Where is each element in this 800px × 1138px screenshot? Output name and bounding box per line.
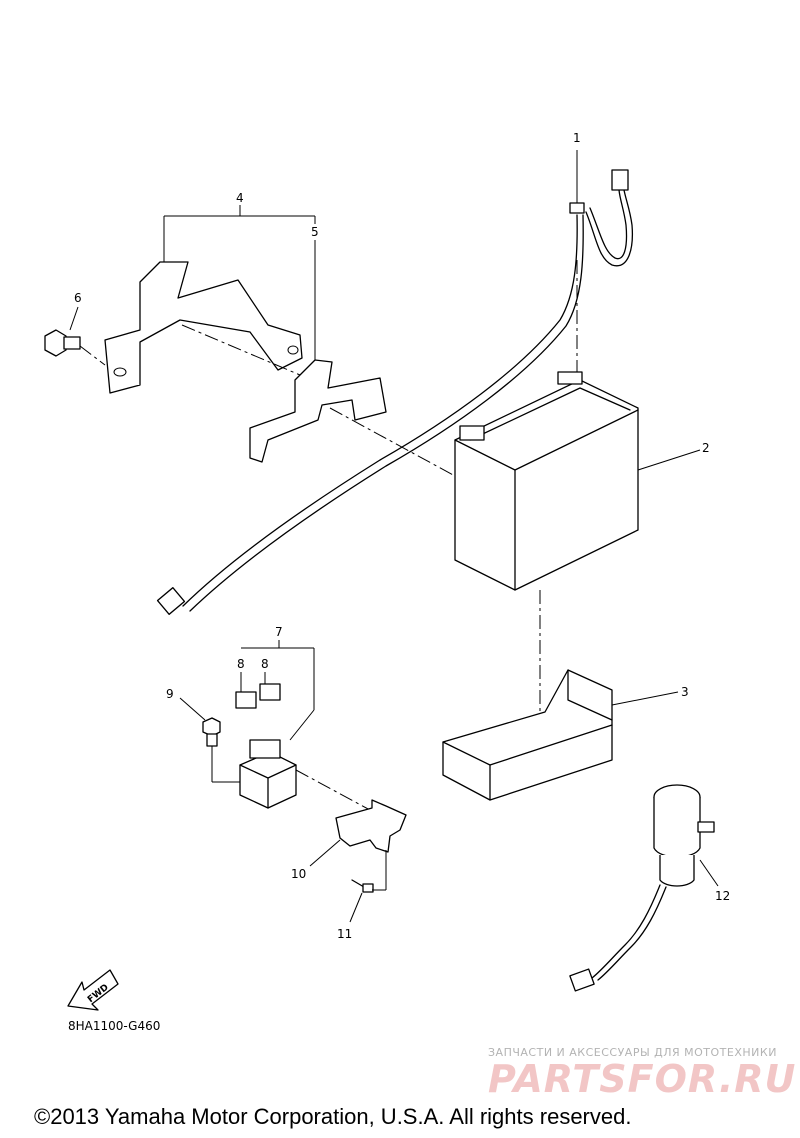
callout-8b: 8 [261, 657, 269, 671]
fuse-part-8 [235, 672, 281, 709]
callout-12: 12 [715, 889, 730, 903]
copyright-text: ©2013 Yamaha Motor Corporation, U.S.A. A… [34, 1104, 631, 1129]
bolt-part-6 [44, 306, 106, 366]
bracket-part-4 [104, 261, 303, 394]
watermark: ЗАПЧАСТИ И АКСЕССУАРЫ ДЛЯ МОТОТЕХНИКИ PA… [488, 1046, 796, 1101]
socket-part-12 [569, 784, 719, 992]
callout-3: 3 [681, 685, 689, 699]
callout-10: 10 [291, 867, 306, 881]
callout-9: 9 [166, 687, 174, 701]
battery-case-part-3 [442, 669, 679, 801]
callout-8a: 8 [237, 657, 245, 671]
watermark-tagline: ЗАПЧАСТИ И АКСЕССУАРЫ ДЛЯ МОТОТЕХНИКИ [488, 1046, 777, 1059]
callout-2: 2 [702, 441, 710, 455]
bracket-part-5 [249, 359, 456, 477]
relay-bracket-part-10 [309, 799, 407, 867]
battery-part-2 [454, 260, 701, 712]
watermark-brand: PARTSFOR.RU [488, 1057, 796, 1101]
callout-labels: 1 2 3 4 5 6 7 8 8 9 10 11 12 [74, 131, 730, 941]
bolt-part-9 [179, 697, 240, 783]
screw-part-11 [349, 850, 387, 923]
callout-5: 5 [311, 225, 319, 239]
callout-11: 11 [337, 927, 352, 941]
fwd-arrow-icon: FWD [67, 969, 119, 1011]
battery-cable-part-1 [156, 150, 634, 615]
callout-6: 6 [74, 291, 82, 305]
callout-4: 4 [236, 191, 244, 205]
part-code: 8HA1100-G460 [68, 1019, 160, 1033]
bracket-callout-lines [163, 205, 316, 360]
relay-part-7 [239, 640, 371, 811]
callout-7: 7 [275, 625, 283, 639]
callout-1: 1 [573, 131, 581, 145]
